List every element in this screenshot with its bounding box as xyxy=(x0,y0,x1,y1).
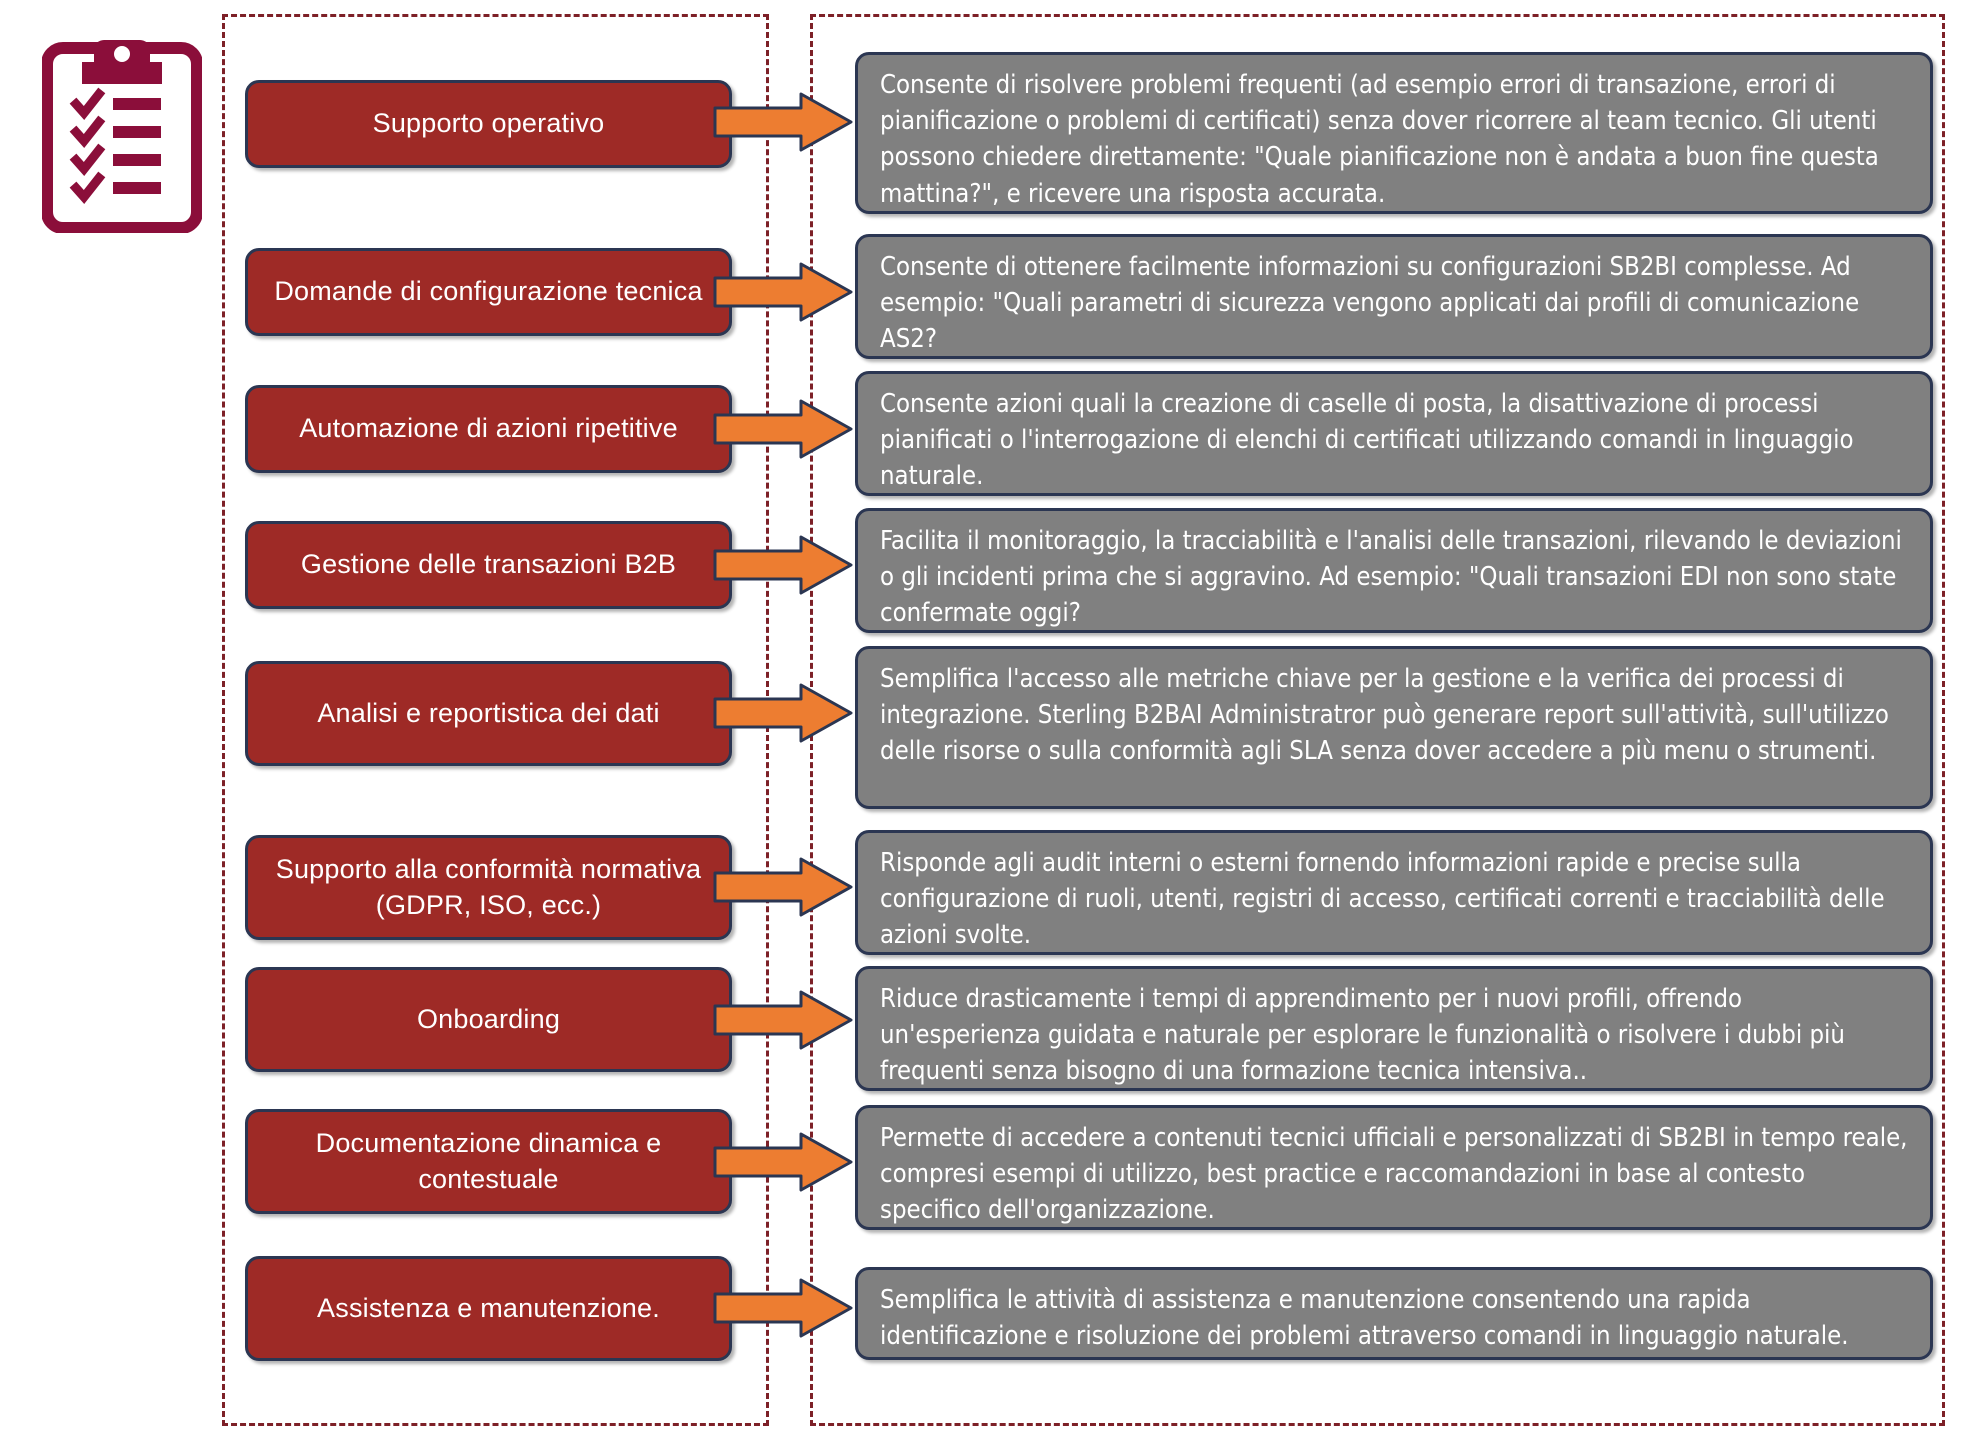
description-text: Riduce drasticamente i tempi di apprendi… xyxy=(880,984,1845,1087)
right-block-arrow xyxy=(713,398,853,460)
topic-label: Domande di configurazione tecnica xyxy=(274,276,703,307)
right-block-arrow xyxy=(713,1277,853,1339)
description-text: Semplifica l'accesso alle metriche chiav… xyxy=(880,664,1889,767)
topic-box-assistenza-manutenzione[interactable]: Assistenza e manutenzione. xyxy=(245,1256,732,1361)
description-text: Facilita il monitoraggio, la tracciabili… xyxy=(880,526,1902,629)
description-text: Semplifica le attività di assistenza e m… xyxy=(880,1285,1849,1352)
topic-label: Onboarding xyxy=(416,1003,561,1034)
topic-box-analisi-reportistica-dati[interactable]: Analisi e reportistica dei dati xyxy=(245,661,732,766)
topic-box-onboarding[interactable]: Onboarding xyxy=(245,967,732,1072)
right-block-arrow xyxy=(713,856,853,918)
right-block-arrow xyxy=(713,1131,853,1193)
topic-box-domande-configurazione-tecnica[interactable]: Domande di configurazione tecnica xyxy=(245,248,732,336)
description-box-assistenza-manutenzione: Semplifica le attività di assistenza e m… xyxy=(855,1267,1933,1360)
topic-label: Documentazione dinamica e contestuale xyxy=(315,1127,662,1194)
topic-box-automazione-azioni-ripetitive[interactable]: Automazione di azioni ripetitive xyxy=(245,385,732,473)
description-box-automazione-azioni-ripetitive: Consente azioni quali la creazione di ca… xyxy=(855,371,1933,496)
right-block-arrow xyxy=(713,989,853,1051)
right-block-arrow xyxy=(713,682,853,744)
topic-label: Assistenza e manutenzione. xyxy=(317,1292,660,1323)
topic-label: Supporto operativo xyxy=(372,108,605,139)
description-box-gestione-transazioni-b2b: Facilita il monitoraggio, la tracciabili… xyxy=(855,508,1933,633)
right-block-arrow xyxy=(713,91,853,153)
topic-box-documentazione-dinamica-contestuale[interactable]: Documentazione dinamica e contestuale xyxy=(245,1109,732,1214)
description-text: Consente azioni quali la creazione di ca… xyxy=(880,389,1854,492)
topic-label: Automazione di azioni ripetitive xyxy=(299,413,678,444)
description-box-onboarding: Riduce drasticamente i tempi di apprendi… xyxy=(855,966,1933,1091)
description-text: Consente di risolvere problemi frequenti… xyxy=(880,70,1879,209)
description-text: Consente di ottenere facilmente informaz… xyxy=(880,252,1860,355)
topic-label: Analisi e reportistica dei dati xyxy=(317,697,660,728)
description-box-domande-configurazione-tecnica: Consente di ottenere facilmente informaz… xyxy=(855,234,1933,359)
right-block-arrow xyxy=(713,261,853,323)
topic-box-supporto-conformita-normativa[interactable]: Supporto alla conformità normativa (GDPR… xyxy=(245,835,732,940)
description-text: Risponde agli audit interni o esterni fo… xyxy=(880,848,1885,951)
topic-box-supporto-operativo[interactable]: Supporto operativo xyxy=(245,80,732,168)
right-block-arrow xyxy=(713,534,853,596)
description-text: Permette di accedere a contenuti tecnici… xyxy=(880,1123,1908,1226)
topic-label: Supporto alla conformità normativa (GDPR… xyxy=(275,853,702,920)
topic-box-gestione-transazioni-b2b[interactable]: Gestione delle transazioni B2B xyxy=(245,521,732,609)
description-box-documentazione-dinamica-contestuale: Permette di accedere a contenuti tecnici… xyxy=(855,1105,1933,1230)
description-box-supporto-conformita-normativa: Risponde agli audit interni o esterni fo… xyxy=(855,830,1933,955)
topic-label: Gestione delle transazioni B2B xyxy=(300,549,677,580)
clipboard-checklist-icon xyxy=(41,28,203,234)
description-box-supporto-operativo: Consente di risolvere problemi frequenti… xyxy=(855,52,1933,214)
description-box-analisi-reportistica-dati: Semplifica l'accesso alle metriche chiav… xyxy=(855,646,1933,809)
